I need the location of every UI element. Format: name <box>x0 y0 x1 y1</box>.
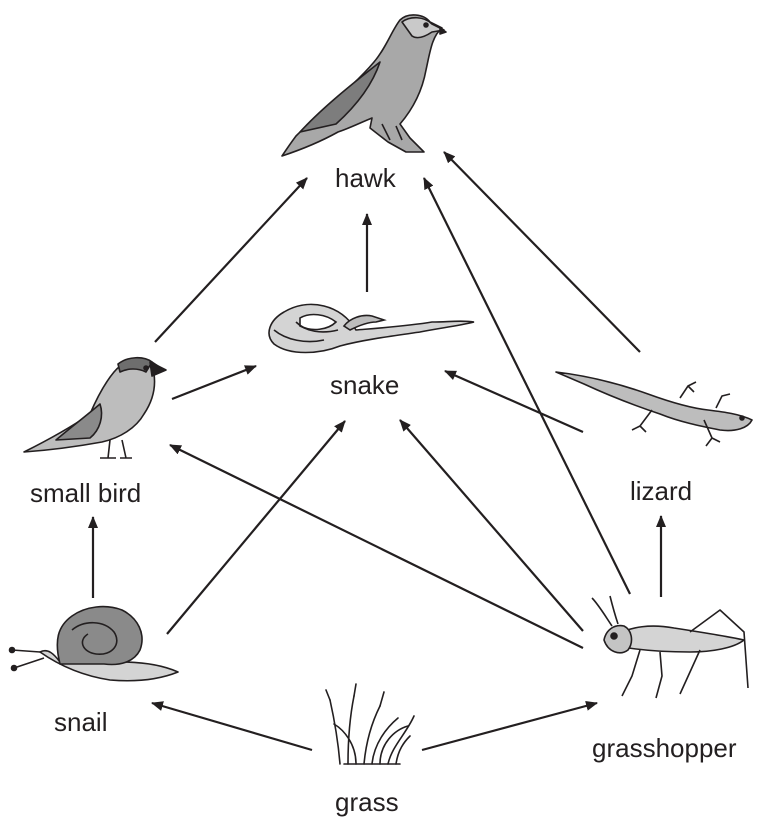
lizard-illustration <box>556 372 752 446</box>
label-grass: grass <box>335 787 399 818</box>
arrow-small-bird-to-snake <box>172 366 256 399</box>
label-small-bird: small bird <box>30 478 141 509</box>
label-grasshopper: grasshopper <box>592 733 737 764</box>
arrow-grasshopper-to-small-bird <box>170 445 583 648</box>
label-lizard: lizard <box>630 476 692 507</box>
snail-illustration <box>10 607 179 681</box>
arrow-grass-to-grasshopper <box>422 703 597 750</box>
arrow-lizard-to-snake <box>445 371 583 432</box>
snake-illustration <box>269 304 474 352</box>
label-hawk: hawk <box>335 163 396 194</box>
grass-illustration <box>326 684 414 764</box>
small-bird-illustration <box>24 358 166 458</box>
arrow-grasshopper-to-snake <box>400 420 583 631</box>
grasshopper-illustration <box>592 596 748 698</box>
label-snake: snake <box>330 370 399 401</box>
hawk-illustration <box>282 15 446 156</box>
label-snail: snail <box>54 707 107 738</box>
arrow-snail-to-snake <box>167 421 345 634</box>
arrow-grass-to-snail <box>152 703 312 750</box>
